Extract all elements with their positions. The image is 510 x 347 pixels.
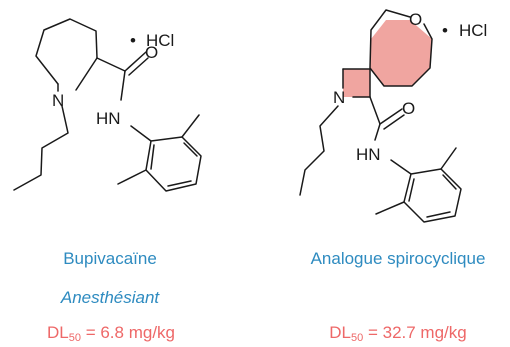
atom-hn: HN [356,145,381,164]
ld50-subscript: 50 [68,332,81,344]
bond-carbonyl-o [124,51,147,72]
ld50-number: = 32.7 mg/kg [363,323,467,342]
left-ld50-value: DL50 = 6.8 mg/kg [47,323,175,344]
bond-c2-carbonyl [369,96,381,125]
aromatic-double-1 [183,142,198,157]
left-compound-subtitle: Anesthésiant [60,288,160,307]
piperidine-ring [35,18,98,85]
atom-n: N [333,88,345,107]
bond-c2-n [75,57,98,91]
methyl-bottom [117,169,147,185]
salt-dot: • [130,31,136,50]
methyl-bottom [375,201,405,215]
atom-o: O [145,43,158,62]
ld50-number: = 6.8 mg/kg [80,323,176,342]
bond-carbonyl-nh [374,123,381,141]
atom-o: O [402,99,415,118]
oxane-ring [369,9,433,87]
aromatic-double-2 [426,211,451,218]
right-ld50-value: DL50 = 32.7 mg/kg [329,323,466,344]
aromatic-double-3 [150,144,155,170]
aromatic-double-2 [167,180,192,187]
aromatic-double-3 [408,178,415,202]
ld50-label: DL [46,323,69,342]
spirocyclic-structure: O N O HN • HCl [299,9,487,223]
atom-n: N [52,91,64,110]
atom-hn: HN [96,109,121,128]
aromatic-double-1 [442,174,457,190]
bond-carbonyl-o-double [383,114,405,130]
methyl-top [181,114,200,138]
bupivacaine-structure: N O HN • HCl [13,18,202,192]
bond-nh-aryl [130,125,152,142]
dimethylphenyl-ring [403,168,462,223]
atom-o-ring: O [409,10,422,29]
methyl-top [440,147,457,170]
ld50-label: DL [329,323,351,342]
right-compound-name: Analogue spirocyclique [310,249,486,268]
butyl-chain [299,105,339,196]
salt-hcl: HCl [459,21,487,40]
ld50-subscript: 50 [351,332,364,344]
left-compound-name: Bupivacaïne [63,249,157,268]
oxane-ring-highlight [370,20,432,86]
bond-carbonyl-nh [120,70,126,101]
butyl-chain [13,105,69,191]
bond-c2-carbonyl [96,57,126,72]
bond-carbonyl-o [379,108,403,125]
azetidine-ring-highlight [343,69,370,97]
bond-nh-aryl [390,159,412,175]
bond-carbonyl-o-double [128,57,149,76]
salt-hcl: HCl [146,31,174,50]
salt-dot: • [442,21,448,40]
